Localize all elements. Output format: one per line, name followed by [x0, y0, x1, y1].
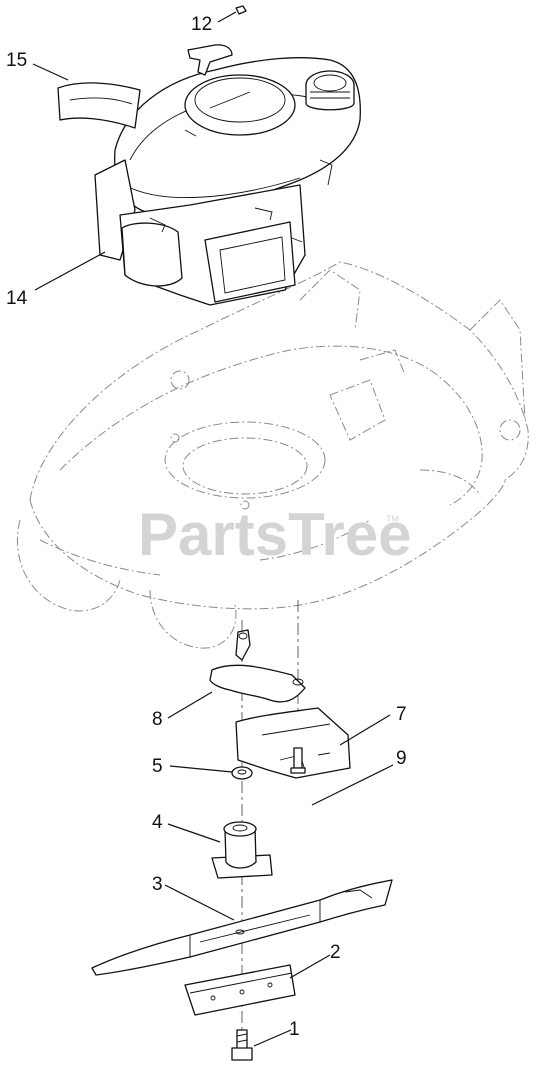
callout-4: 4	[152, 812, 163, 833]
watermark-trademark: TM	[386, 514, 399, 524]
callout-5: 5	[152, 756, 163, 777]
clip-12	[235, 5, 247, 15]
callout-14: 14	[6, 288, 28, 309]
engine	[94, 44, 361, 306]
callout-1: 1	[289, 1019, 300, 1040]
callout-labels: 12 15 14 8 7 5 9 4 3 2 1	[6, 14, 407, 1040]
callout-8: 8	[152, 709, 163, 730]
blade-3	[91, 879, 393, 976]
callout-7: 7	[396, 704, 407, 725]
blade-adapter-4	[211, 821, 273, 879]
baffle-bracket-8	[209, 629, 306, 703]
callout-9: 9	[396, 748, 407, 769]
washer-5	[231, 766, 253, 780]
blade-bolt-1	[231, 1029, 253, 1061]
callout-12: 12	[191, 14, 212, 35]
callout-2: 2	[330, 942, 341, 963]
callout-3: 3	[152, 874, 163, 895]
decal-15	[57, 82, 141, 129]
callout-15: 15	[6, 50, 27, 71]
bolt-9	[290, 747, 306, 774]
stiffener-2	[184, 964, 296, 1016]
watermark-text: PartsTree	[138, 501, 412, 568]
leader-lines	[32, 11, 394, 1047]
shield-7	[235, 707, 351, 779]
mower-deck-outline	[16, 261, 529, 649]
